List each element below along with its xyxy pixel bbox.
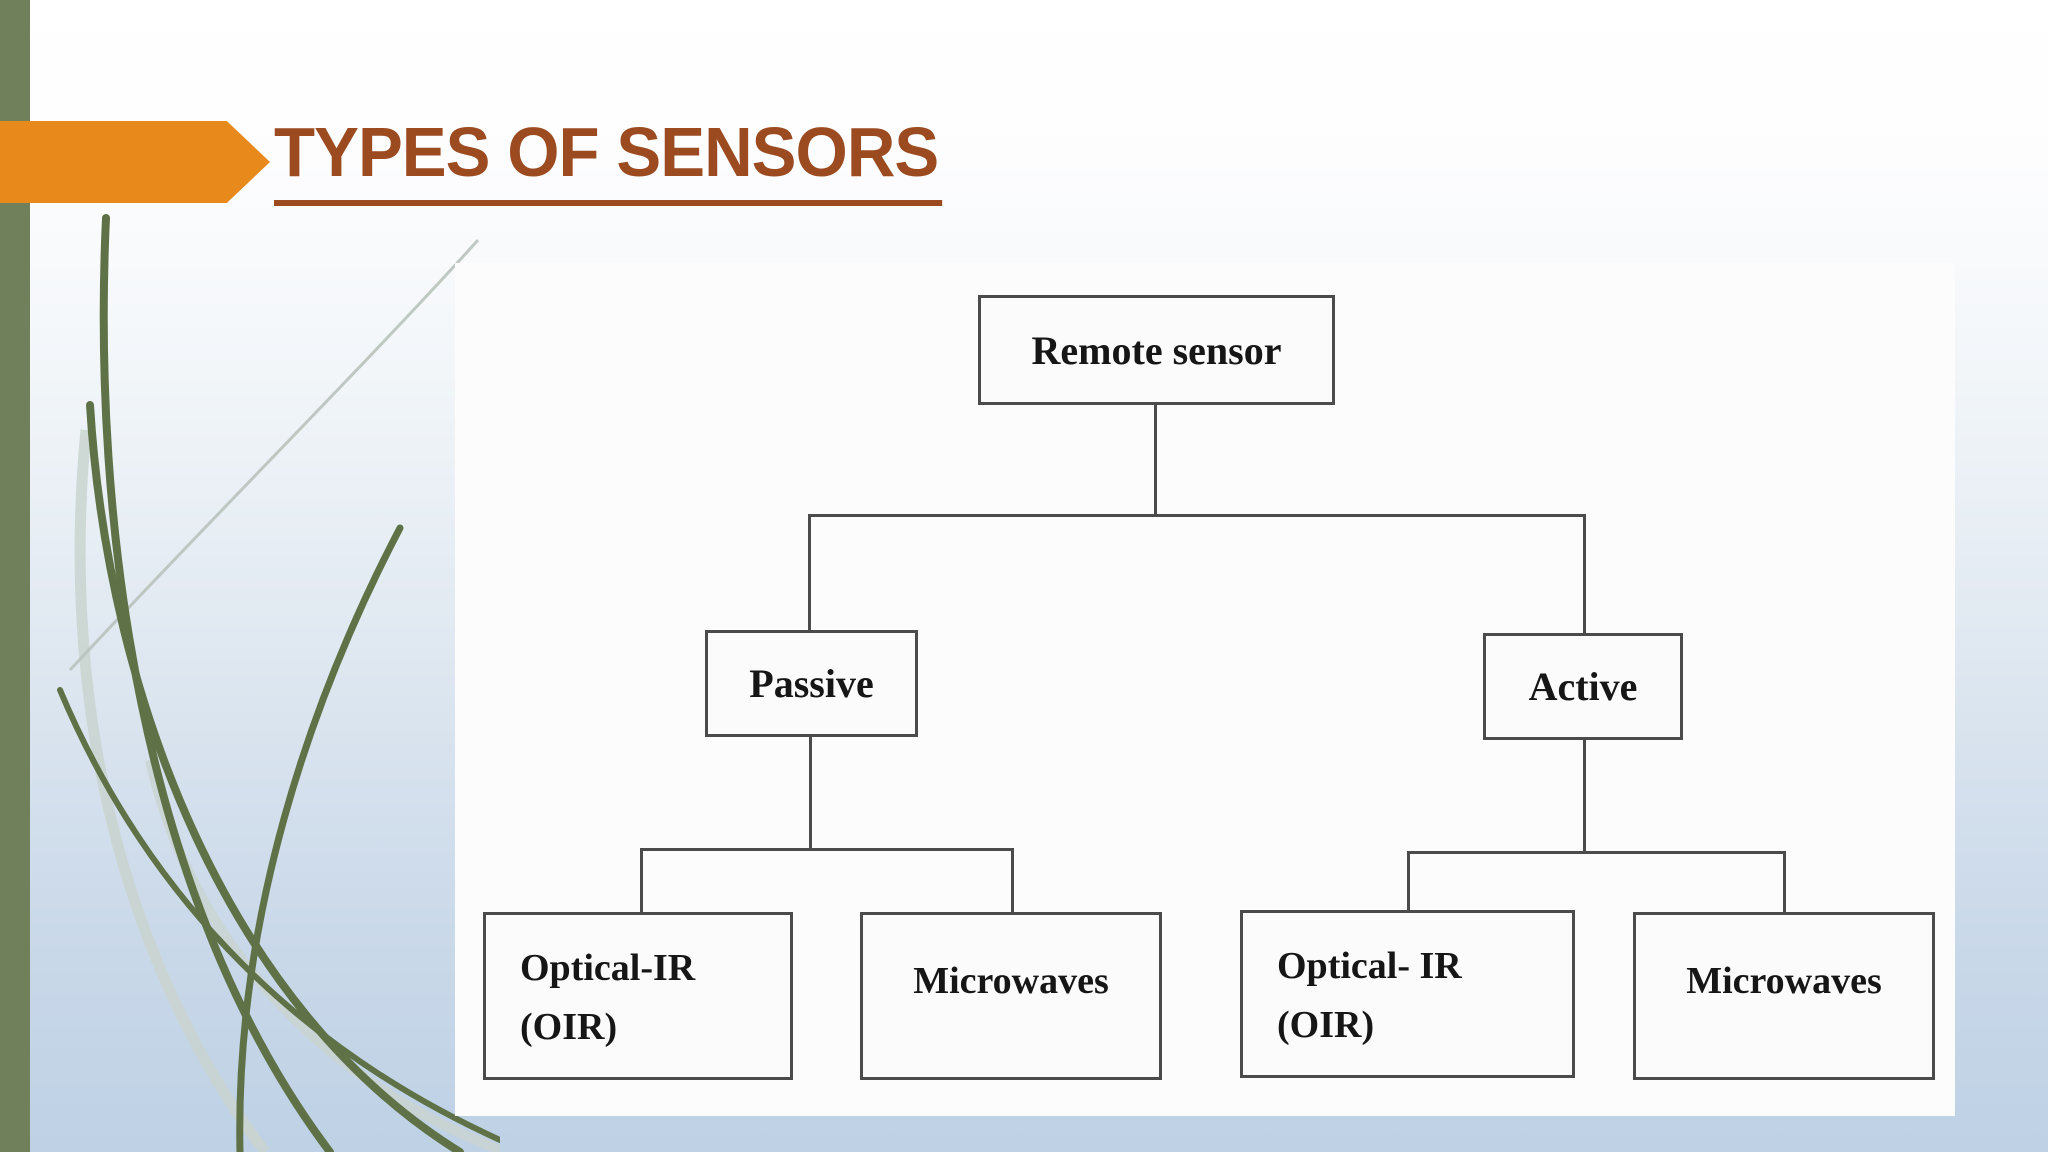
node-passive-optical-ir: Optical-IR (OIR) — [483, 912, 793, 1080]
connector-line — [640, 848, 1014, 851]
connector-line — [1154, 405, 1157, 517]
connector-line — [808, 514, 811, 632]
node-label-line1: Optical- IR — [1277, 945, 1462, 987]
node-passive-microwaves: Microwaves — [860, 912, 1162, 1080]
arrow-banner-icon — [0, 121, 270, 203]
node-label-line2: (OIR) — [1277, 1003, 1375, 1046]
connector-line — [640, 848, 643, 914]
connector-line — [808, 514, 1586, 517]
connector-line — [1583, 740, 1586, 853]
connector-line — [1407, 851, 1410, 912]
node-active-optical-ir: Optical- IR (OIR) — [1240, 910, 1575, 1078]
diagram-panel: Remote sensor Passive Active Optical-IR … — [455, 263, 1955, 1116]
page-title: TYPES OF SENSORS — [274, 112, 943, 206]
node-active: Active — [1483, 633, 1683, 740]
node-label: Passive — [749, 661, 874, 706]
connector-line — [1583, 514, 1586, 635]
connector-line — [1407, 851, 1785, 854]
connector-line — [1011, 848, 1014, 914]
node-label: Remote sensor — [1031, 327, 1282, 373]
node-label-line1: Optical-IR — [520, 947, 696, 989]
node-label-line2: (OIR) — [520, 1005, 618, 1048]
node-label: Microwaves — [1686, 960, 1882, 1002]
node-remote-sensor: Remote sensor — [978, 295, 1335, 405]
connector-line — [1783, 851, 1786, 914]
node-label: Active — [1528, 664, 1638, 709]
connector-line — [809, 737, 812, 850]
node-active-microwaves: Microwaves — [1633, 912, 1935, 1080]
node-passive: Passive — [705, 630, 918, 737]
node-label: Microwaves — [913, 960, 1109, 1002]
